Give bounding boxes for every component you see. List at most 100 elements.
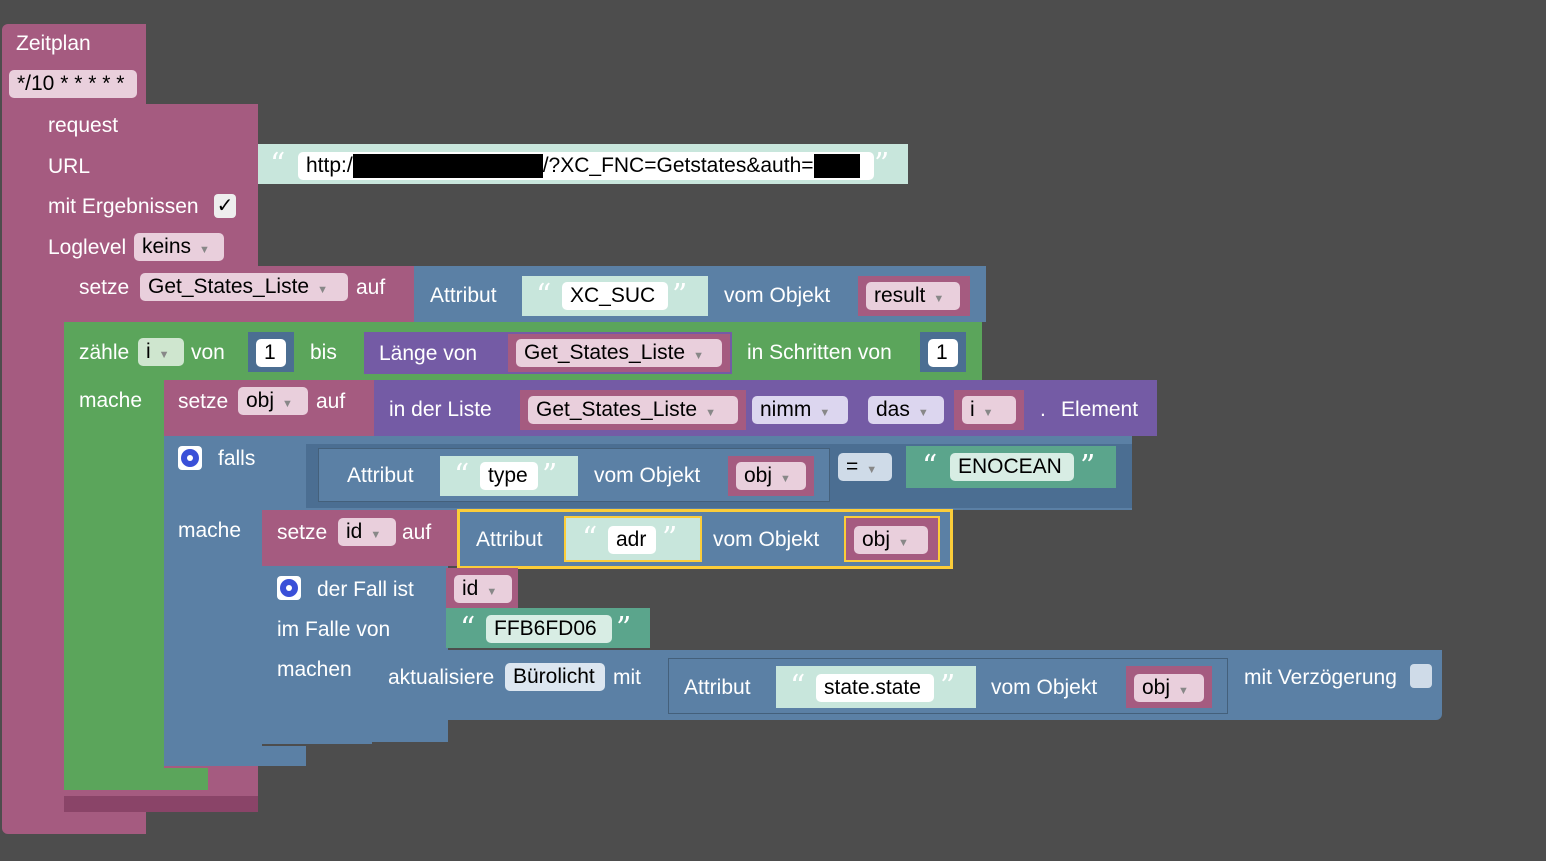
open-quote-icon: “: [460, 611, 476, 646]
adr-field[interactable]: adr: [608, 526, 656, 554]
result-label: mit Ergebnissen: [48, 195, 199, 218]
result-var-dropdown[interactable]: result▼: [866, 282, 960, 310]
redacted-host: [352, 154, 543, 179]
obj-var-value: obj: [246, 389, 275, 412]
index-var-dropdown[interactable]: i▼: [962, 396, 1016, 424]
if-footer: [164, 746, 306, 766]
switch-var-value: id: [462, 577, 479, 600]
xcsuc-field[interactable]: XC_SUC: [562, 282, 668, 310]
operator-dropdown[interactable]: =▼: [838, 453, 892, 481]
chevron-down-icon: ▼: [705, 407, 716, 419]
loglevel-dropdown[interactable]: keins ▼: [134, 233, 224, 261]
vom-label: vom Objekt: [594, 464, 701, 487]
close-quote-icon: ”: [616, 611, 632, 646]
step-field[interactable]: 1: [928, 339, 958, 367]
attr-label: Attribut: [684, 676, 751, 699]
open-quote-icon: “: [790, 669, 806, 704]
vom-label: vom Objekt: [724, 284, 831, 307]
chevron-down-icon: ▼: [898, 537, 909, 549]
das-dropdown[interactable]: das▼: [868, 396, 944, 424]
length-list-dropdown[interactable]: Get_States_Liste▼: [516, 339, 722, 367]
request-title: request: [48, 114, 119, 137]
chevron-down-icon: ▼: [982, 407, 994, 419]
chevron-down-icon: ▼: [819, 407, 831, 419]
case-label: im Falle von: [277, 618, 391, 641]
chevron-down-icon: ▼: [199, 244, 210, 256]
loop-var-dropdown[interactable]: i▼: [138, 338, 184, 366]
vom-label: vom Objekt: [991, 676, 1098, 699]
chevron-down-icon: ▼: [866, 464, 878, 476]
switch-var-dropdown[interactable]: id ▼: [454, 575, 512, 603]
switch-label: der Fall ist: [317, 578, 414, 601]
attr-label: Attribut: [476, 528, 543, 551]
set-label: setze: [178, 390, 229, 413]
in-list-label: in der Liste: [389, 398, 492, 421]
gear-icon[interactable]: [277, 576, 301, 600]
if-obj-dropdown[interactable]: obj▼: [736, 462, 806, 490]
open-quote-icon: “: [270, 147, 286, 182]
update-obj-value: obj: [1142, 676, 1171, 699]
nimm-value: nimm: [760, 398, 812, 421]
open-quote-icon: “: [454, 458, 470, 493]
enocean-field[interactable]: ENOCEAN: [950, 453, 1074, 481]
case-field[interactable]: FFB6FD06: [486, 615, 612, 643]
chevron-down-icon: ▼: [486, 586, 498, 598]
delay-label: mit Verzögerung: [1244, 666, 1397, 689]
gear-icon[interactable]: [178, 446, 202, 470]
update-target-field[interactable]: Bürolicht: [505, 663, 605, 691]
chevron-down-icon: ▼: [693, 350, 704, 362]
if-do-label: mache: [178, 519, 242, 542]
loop-left-bar: [64, 322, 164, 788]
loop-var-value: i: [146, 340, 151, 363]
step-label: in Schritten von: [747, 341, 892, 364]
open-quote-icon: “: [582, 521, 598, 556]
url-label: URL: [48, 155, 91, 178]
set-label: setze: [79, 276, 130, 299]
vom-label: vom Objekt: [713, 528, 820, 551]
obj-var-dropdown[interactable]: obj▼: [238, 387, 308, 415]
close-quote-icon: ”: [672, 278, 688, 313]
url-prefix: http:/: [306, 154, 353, 177]
element-label: Element: [1061, 398, 1139, 421]
list-var-dropdown[interactable]: Get_States_Liste▼: [140, 273, 348, 301]
update-label: aktualisiere: [388, 666, 495, 689]
close-quote-icon: ”: [874, 147, 890, 182]
request-footer: [32, 796, 258, 812]
cron-field[interactable]: */10 * * * * *: [9, 70, 137, 98]
id-var-dropdown[interactable]: id ▼: [338, 518, 396, 546]
if-label: falls: [218, 447, 256, 470]
chevron-down-icon: ▼: [370, 529, 382, 541]
result-checkbox[interactable]: ✓: [214, 194, 236, 218]
id-obj-dropdown[interactable]: obj▼: [854, 526, 928, 554]
dot-label: .: [1040, 398, 1046, 421]
get-list-var-dropdown[interactable]: Get_States_Liste▼: [528, 396, 738, 424]
update-obj-dropdown[interactable]: obj ▼: [1134, 674, 1204, 702]
close-quote-icon: ”: [662, 521, 678, 556]
chevron-down-icon: ▼: [780, 473, 791, 485]
auf-label: auf: [402, 521, 432, 544]
chevron-down-icon: ▼: [317, 284, 328, 296]
delay-checkbox[interactable]: [1410, 664, 1432, 688]
loop-do-label: mache: [79, 389, 143, 412]
from-field[interactable]: 1: [256, 339, 286, 367]
if-left-bar: [164, 436, 262, 766]
bis-label: bis: [310, 341, 337, 364]
index-var-value: i: [970, 398, 975, 421]
id-var-value: id: [346, 520, 363, 543]
chevron-down-icon: ▼: [933, 293, 945, 305]
set-label: setze: [277, 521, 328, 544]
auf-label: auf: [316, 390, 346, 413]
chevron-down-icon: ▼: [1178, 685, 1189, 697]
loglevel-value: keins: [142, 235, 192, 258]
redacted-auth: [813, 154, 860, 179]
nimm-dropdown[interactable]: nimm ▼: [752, 396, 848, 424]
das-value: das: [876, 398, 910, 421]
request-left-bar: [32, 104, 64, 812]
attr-label: Attribut: [430, 284, 497, 307]
type-field[interactable]: type: [480, 462, 538, 490]
url-field[interactable]: http://?XC_FNC=Getstates&auth=: [298, 152, 874, 180]
open-quote-icon: “: [536, 278, 552, 313]
zaehle-label: zähle: [79, 341, 130, 364]
state-field[interactable]: state.state: [816, 674, 934, 702]
von-label: von: [191, 341, 225, 364]
